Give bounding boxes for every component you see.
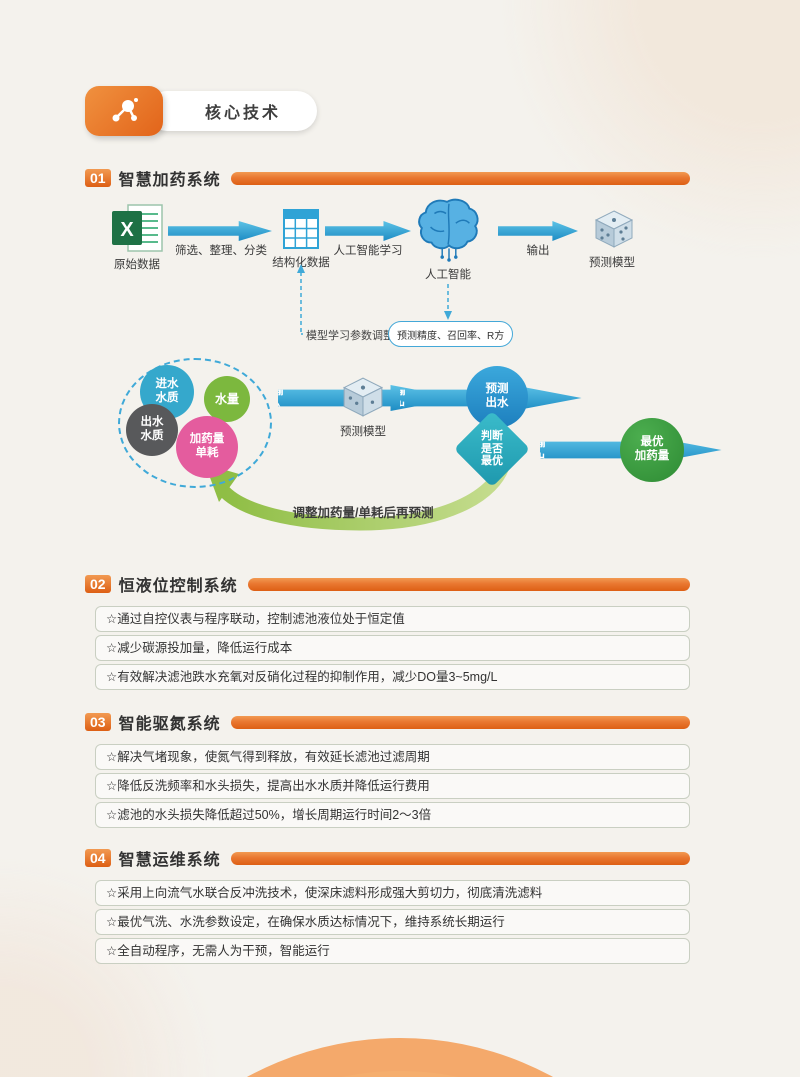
badge-icon-box	[85, 86, 163, 136]
feature-item: ☆解决气堵现象，使氮气得到释放，有效延长滤池过滤周期	[95, 744, 690, 770]
svg-text:X: X	[120, 219, 134, 241]
feature-item: ☆降低反洗频率和水头损失，提高出水水质并降低运行费用	[95, 773, 690, 799]
prediction-model-label: 预测模型	[340, 426, 386, 438]
section-header-1: 01 智慧加药系统	[85, 166, 690, 190]
tuning-label: 模型学习参数调整	[303, 327, 397, 343]
water-volume-bubble: 水量	[204, 376, 250, 422]
outlet-quality-bubble: 出水 水质	[126, 404, 178, 456]
structured-data-label: 结构化数据	[272, 257, 330, 269]
ai-label: 人工智能	[425, 269, 471, 281]
section-header-bar	[230, 715, 690, 729]
section-title: 智慧运维系统	[118, 852, 221, 869]
output-label: 输出	[526, 245, 550, 257]
optimal-dosage-bubble: 最优 加药量	[620, 418, 684, 482]
molecule-icon	[112, 98, 138, 122]
loop-label: 调整加药量/单耗后再预测	[292, 506, 434, 520]
feature-item: ☆有效解决滤池跌水充氧对反硝化过程的抑制作用，减少DO量3~5mg/L	[95, 664, 690, 690]
section-header-3: 03 智能驱氮系统	[85, 710, 690, 734]
raw-data-label: 原始数据	[114, 259, 160, 271]
filter-step-label: 筛选、整理、分类	[175, 245, 267, 257]
prediction-model-cube-icon	[594, 210, 634, 248]
section-4-items: ☆采用上向流气水联合反冲洗技术，使深床滤料形成强大剪切力，彻底清洗滤料 ☆最优气…	[95, 880, 690, 964]
prediction-model-label: 预测模型	[589, 257, 635, 269]
page-content: 核心技术 01 智慧加药系统 X 原始数据 筛选、整理、分类	[0, 86, 800, 964]
prediction-model-cube-icon	[342, 377, 384, 417]
feature-item: ☆滤池的水头损失降低超过50%，增长周期运行时间2～3倍	[95, 802, 690, 828]
feature-item: ☆通过自控仪表与程序联动，控制滤池液位处于恒定值	[95, 606, 690, 632]
feature-item: ☆最优气洗、水洗参数设定，在确保水质达标情况下，维持系统长期运行	[95, 909, 690, 935]
judge-label: 判断 是否 最优	[481, 430, 504, 468]
metrics-pill: 预测精度、召回率、R方	[388, 321, 514, 347]
section-title: 智能驱氮系统	[118, 716, 221, 733]
section-title: 恒液位控制系统	[118, 578, 238, 595]
page-title: 核心技术	[147, 91, 317, 131]
section-header-4: 04 智慧运维系统	[85, 846, 690, 870]
dosage-unit-bubble: 加药量 单耗	[176, 416, 238, 478]
feature-item: ☆减少碳源投加量，降低运行成本	[95, 635, 690, 661]
smart-dosing-diagram: X 原始数据 筛选、整理、分类 结构化数据 人工智能学习	[85, 196, 722, 544]
feature-item: ☆采用上向流气水联合反冲洗技术，使深床滤料形成强大剪切力，彻底清洗滤料	[95, 880, 690, 906]
section-number: 04	[85, 849, 111, 867]
section-header-2: 02 恒液位控制系统	[85, 572, 690, 596]
feature-item: ☆全自动程序，无需人为干预，智能运行	[95, 938, 690, 964]
section-number: 03	[85, 713, 111, 731]
brand-badge: 核心技术	[85, 86, 690, 138]
excel-icon: X	[112, 204, 163, 252]
section-title: 智慧加药系统	[118, 172, 221, 189]
section-header-bar	[230, 851, 690, 865]
bottom-main-circle-decoration	[110, 1071, 690, 1077]
section-2-items: ☆通过自控仪表与程序联动，控制滤池液位处于恒定值 ☆减少碳源投加量，降低运行成本…	[95, 606, 690, 690]
section-number: 02	[85, 575, 111, 593]
structured-data-table-icon	[283, 209, 319, 249]
section-3-items: ☆解决气堵现象，使氮气得到释放，有效延长滤池过滤周期 ☆降低反洗频率和水头损失，…	[95, 744, 690, 828]
ai-learning-label: 人工智能学习	[333, 245, 403, 257]
input-factors-cluster	[118, 358, 272, 488]
section-number: 01	[85, 169, 111, 187]
section-header-bar	[230, 171, 690, 185]
section-header-bar	[247, 577, 690, 591]
ai-brain-icon	[418, 198, 479, 262]
